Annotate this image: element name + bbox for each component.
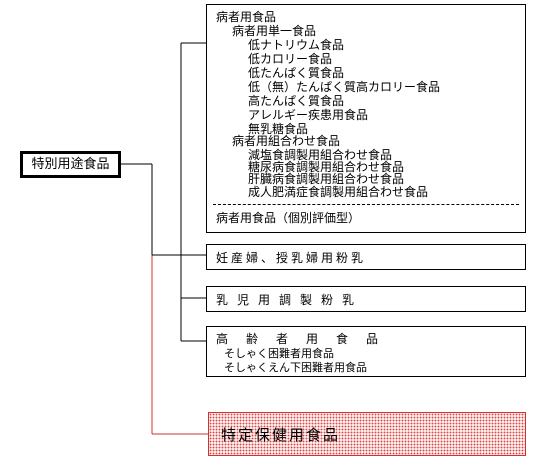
sick-single-item: 無乳糖食品 [248,122,309,136]
sick-single-item: 低たんぱく質食品 [248,66,345,80]
sick-individual-label: 病者用食品（個別評価型） [216,211,361,225]
sick-single-title: 病者用単一食品 [232,24,317,38]
elderly-food-box: 高齢者用食品 そしゃく困難者用食品 そしゃくえん下困難者用食品 [206,326,526,377]
elderly-title: 高齢者用食品 [216,332,397,346]
sick-single-item: 低ナトリウム食品 [248,38,345,52]
dashed-divider [213,204,519,205]
sick-combo-title: 病者用組合わせ食品 [232,134,341,148]
sick-single-item: 低カロリー食品 [248,52,333,66]
root-label: 特別用途食品 [31,157,110,172]
infant-milk-box: 乳児用調製粉乳 [206,286,526,312]
sick-single-item: 低（無）たんぱく質高カロリー食品 [248,80,441,94]
sick-food-box: 病者用食品 病者用単一食品 低ナトリウム食品 低カロリー食品 低たんぱく質食品 … [206,4,526,233]
sick-combo-item: 減塩食調製用組合わせ食品 [248,148,393,162]
sick-single-item: 高たんぱく質食品 [248,94,345,108]
sick-food-title: 病者用食品 [216,10,277,24]
elderly-item: そしゃくえん下困難者用食品 [224,361,367,374]
pregnant-milk-label: 妊産婦、授乳婦用粉乳 [216,251,367,265]
infant-milk-label: 乳児用調製粉乳 [216,293,364,307]
sick-combo-item: 糖尿病食調製用組合わせ食品 [248,160,405,174]
sick-combo-item: 肝臓病食調製用組合わせ食品 [248,172,405,186]
sick-single-item: アレルギー疾患用食品 [248,108,369,122]
health-use-food-box: 特定保健用食品 [208,412,526,456]
elderly-item: そしゃく困難者用食品 [224,347,334,360]
root-box-special-use-food: 特別用途食品 [20,151,121,178]
sick-combo-item: 成人肥満症食調製用組合わせ食品 [248,185,429,199]
pregnant-milk-box: 妊産婦、授乳婦用粉乳 [206,244,526,270]
health-use-label: 特定保健用食品 [221,426,341,444]
